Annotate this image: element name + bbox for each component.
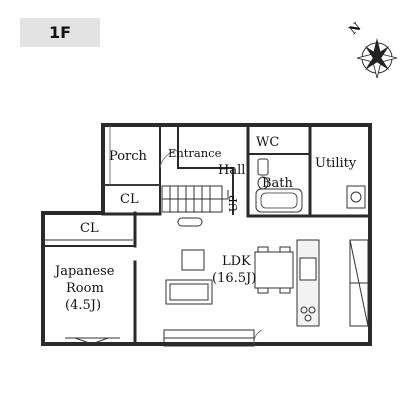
porch-steps — [103, 125, 160, 186]
label-cl-entry: CL — [120, 192, 139, 207]
label-japanese-1: Japanese — [53, 264, 115, 279]
label-hall: Hall — [218, 163, 245, 178]
bathtub — [255, 188, 303, 213]
compass-icon — [356, 38, 398, 79]
dining-table — [254, 246, 294, 294]
label-japanese-2: Room — [66, 281, 104, 296]
label-ldk-2: (16.5J) — [212, 271, 256, 286]
label-utility: Utility — [315, 156, 357, 171]
label-entrance: Entrance — [168, 146, 222, 160]
label-ldk-1: LDK — [222, 254, 251, 269]
label-wc: WC — [256, 135, 279, 150]
staircase — [161, 185, 229, 213]
label-bath: Bath — [262, 176, 294, 191]
north-label: N — [346, 19, 363, 37]
stairs-up-label: UP — [227, 195, 240, 212]
tv-stand — [177, 217, 203, 227]
sofa — [165, 279, 213, 305]
ldk-door-icon — [253, 329, 263, 345]
walls — [41, 123, 372, 346]
floor-label: 1F — [48, 23, 72, 42]
coffee-table — [181, 249, 205, 271]
cupboard — [349, 239, 369, 327]
kitchen-counter — [296, 239, 320, 327]
washbasin — [346, 185, 366, 209]
label-porch: Porch — [109, 149, 148, 164]
label-cl-japanese: CL — [80, 221, 99, 236]
entrance-door-icon — [159, 149, 179, 169]
bay-window — [163, 329, 255, 347]
floor-badge: 1F — [20, 18, 100, 47]
japanese-window — [65, 337, 120, 345]
label-japanese-3: (4.5J) — [65, 298, 101, 313]
toilet-icon — [257, 158, 269, 190]
